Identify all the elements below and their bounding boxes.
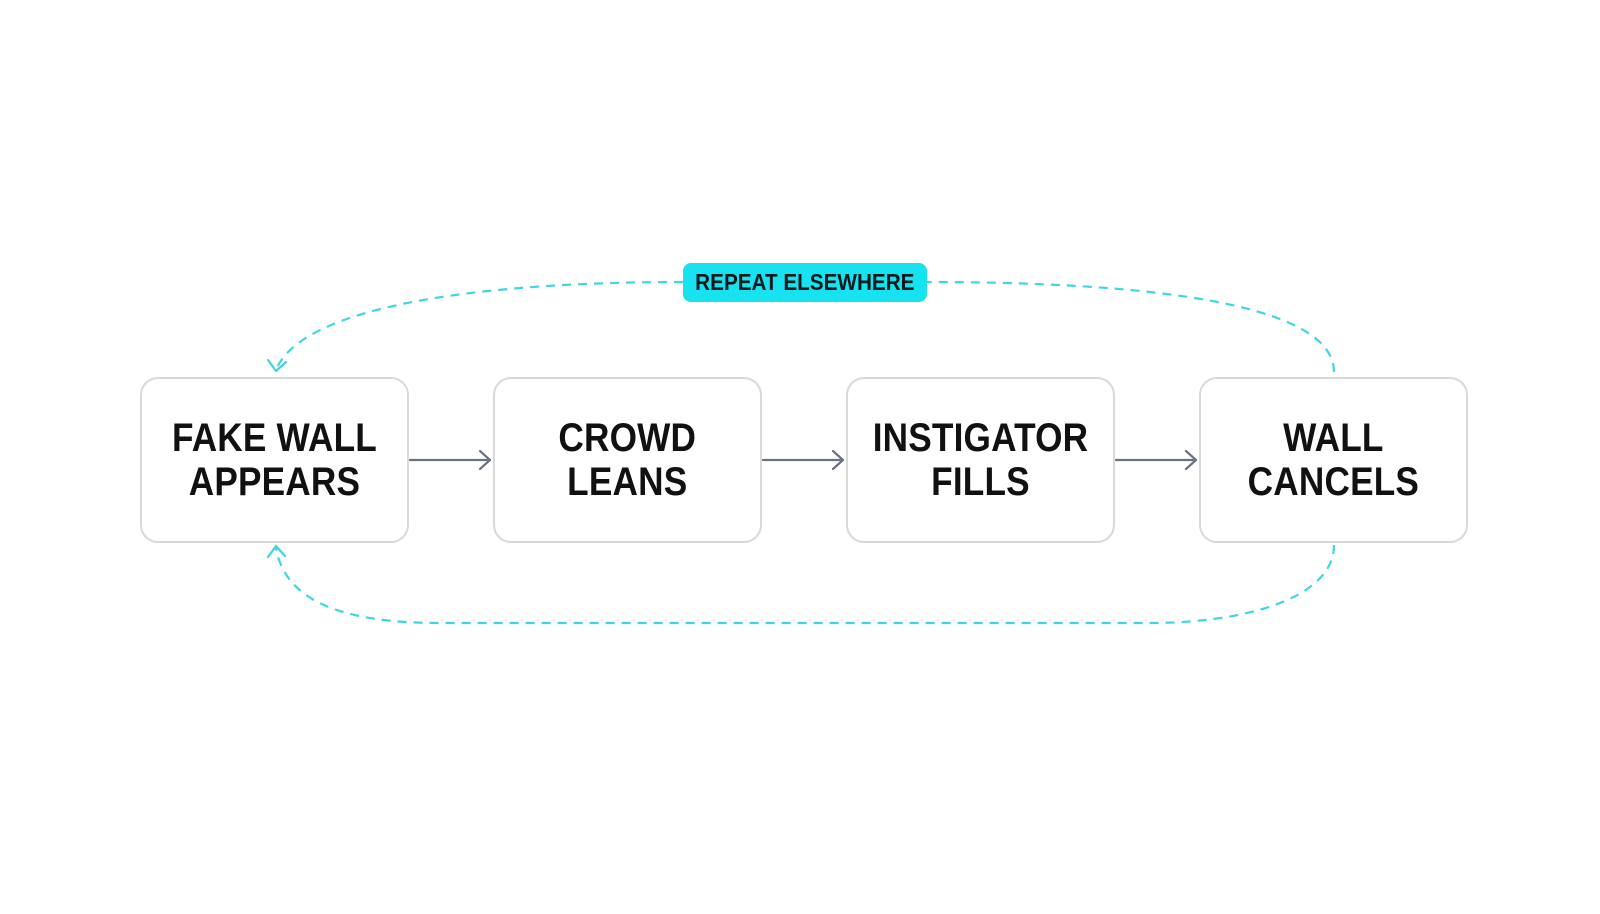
step-3-line-1: INSTIGATOR: [872, 416, 1089, 460]
repeat-elsewhere-badge: REPEAT ELSEWHERE: [683, 263, 927, 302]
step-instigator-fills: INSTIGATOR FILLS: [846, 377, 1115, 543]
repeat-elsewhere-label: REPEAT ELSEWHERE: [695, 269, 915, 295]
step-4-line-1: WALL: [1283, 416, 1384, 460]
step-fake-wall-appears: FAKE WALL APPEARS: [140, 377, 409, 543]
forward-arrow-3: [1114, 449, 1198, 471]
step-crowd-leans: CROWD LEANS: [493, 377, 762, 543]
step-4-line-2: CANCELS: [1247, 460, 1420, 504]
step-2-line-1: CROWD: [558, 416, 697, 460]
bottom-loop-path: [274, 544, 1336, 625]
step-wall-cancels: WALL CANCELS: [1199, 377, 1468, 543]
step-2-line-2: LEANS: [567, 460, 688, 504]
forward-arrow-2: [761, 449, 845, 471]
forward-arrow-1: [408, 449, 492, 471]
top-loop-path: [274, 280, 1336, 373]
step-1-line-2: APPEARS: [188, 460, 361, 504]
step-3-line-2: FILLS: [931, 460, 1030, 504]
bottom-loop-arrowhead: [266, 544, 287, 559]
step-1-line-1: FAKE WALL: [172, 416, 377, 460]
top-loop-arrowhead: [266, 358, 288, 373]
